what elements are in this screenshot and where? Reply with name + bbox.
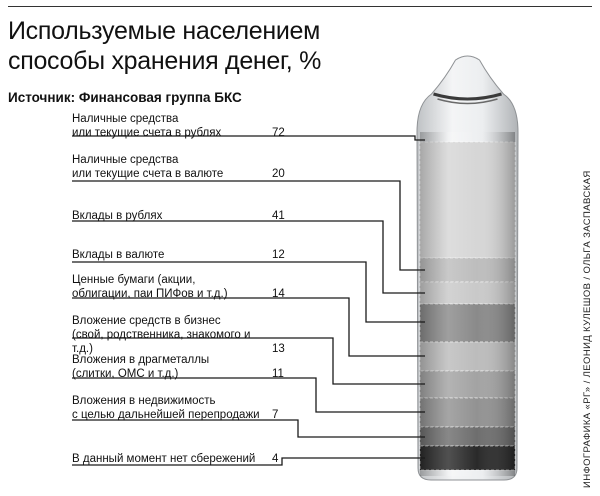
category-label: Наличные средства или текущие счета в вал… xyxy=(72,153,272,181)
category-label-line: Вклады в рублях xyxy=(72,210,163,222)
leader-line-8 xyxy=(72,419,425,438)
category-label: Вложения в драгметаллы (слитки, ОМС и т.д… xyxy=(72,353,272,381)
chart-title-line-2: способы хранения денег, % xyxy=(8,47,322,75)
category-item-9: В данный момент нет сбережений 4 xyxy=(72,452,292,466)
category-item-4: Вклады в валюте 12 xyxy=(72,248,292,262)
leader-lines xyxy=(72,135,425,466)
leader-line-2 xyxy=(72,180,425,271)
category-label-line: Наличные средства xyxy=(72,154,179,166)
category-label: Ценные бумаги (акции, облигации, паи ПИФо… xyxy=(72,273,272,301)
category-item-5: Ценные бумаги (акции, облигации, паи ПИФо… xyxy=(72,273,292,301)
category-item-3: Вклады в рублях 41 xyxy=(72,209,292,223)
chart-source: Источник: Финансовая группа БКС xyxy=(8,90,242,105)
category-item-1: Наличные средства или текущие счета в руб… xyxy=(72,112,292,140)
category-value: 13 xyxy=(272,343,285,355)
leader-line-6 xyxy=(72,337,425,385)
leader-line-4 xyxy=(72,261,425,323)
bag-gloss-overlay xyxy=(420,132,515,476)
category-item-8: Вложения в недвижимость с целью дальнейше… xyxy=(72,394,292,422)
category-label-line: Вложения в недвижимость xyxy=(72,395,216,407)
category-item-2: Наличные средства или текущие счета в вал… xyxy=(72,153,292,181)
category-label-line: Вклады в валюте xyxy=(72,249,165,261)
category-label-line: Вложения в драгметаллы xyxy=(72,354,210,366)
category-label-line: (слитки, ОМС и т.д.) xyxy=(72,368,179,380)
category-label: Вклады в валюте xyxy=(72,248,272,262)
category-label-line: В данный момент нет сбережений xyxy=(72,453,256,465)
category-label-line: Наличные средства xyxy=(72,113,179,125)
bag-tie-shadow xyxy=(437,98,498,105)
category-value: 14 xyxy=(272,288,285,300)
leader-line-3 xyxy=(72,220,425,294)
category-label: Наличные средства или текущие счета в руб… xyxy=(72,112,272,140)
category-label-line: или текущие счета в рублях xyxy=(72,127,222,139)
category-value: 41 xyxy=(272,210,285,222)
leader-line-5 xyxy=(72,297,425,357)
category-label: Вложение средств в бизнес (свой, родствен… xyxy=(72,314,272,356)
category-label-line: (свой, родственника, знакомого и т.д.) xyxy=(72,329,251,355)
chart-title-line-1: Используемые населением xyxy=(8,17,321,45)
category-label-line: Ценные бумаги (акции, xyxy=(72,274,196,286)
bag-gloss xyxy=(420,132,515,476)
category-label-line: или текущие счета в валюте xyxy=(72,168,224,180)
category-value: 12 xyxy=(272,249,285,261)
category-label-line: Вложение средств в бизнес xyxy=(72,315,221,327)
bag-tie xyxy=(433,92,502,101)
category-item-7: Вложения в драгметаллы (слитки, ОМС и т.д… xyxy=(72,353,292,381)
leader-line-7 xyxy=(72,377,425,413)
category-value: 72 xyxy=(272,127,285,139)
leader-line-9 xyxy=(72,457,425,466)
category-item-6: Вложение средств в бизнес (свой, родствен… xyxy=(72,314,292,356)
leader-line-1 xyxy=(72,135,425,141)
category-value: 4 xyxy=(272,453,279,465)
category-label-line: с целью дальнейшей перепродажи xyxy=(72,409,260,421)
category-label: Вклады в рублях xyxy=(72,209,272,223)
top-rule xyxy=(8,6,592,7)
category-value: 11 xyxy=(272,368,284,380)
chart-title: Используемые населением способы хранения… xyxy=(8,16,428,76)
category-value: 20 xyxy=(272,168,285,180)
category-label-line: облигации, паи ПИФов и т.д.) xyxy=(72,288,228,300)
category-label: Вложения в недвижимость с целью дальнейше… xyxy=(72,394,272,422)
category-label: В данный момент нет сбережений xyxy=(72,452,272,466)
category-value: 7 xyxy=(272,409,279,421)
